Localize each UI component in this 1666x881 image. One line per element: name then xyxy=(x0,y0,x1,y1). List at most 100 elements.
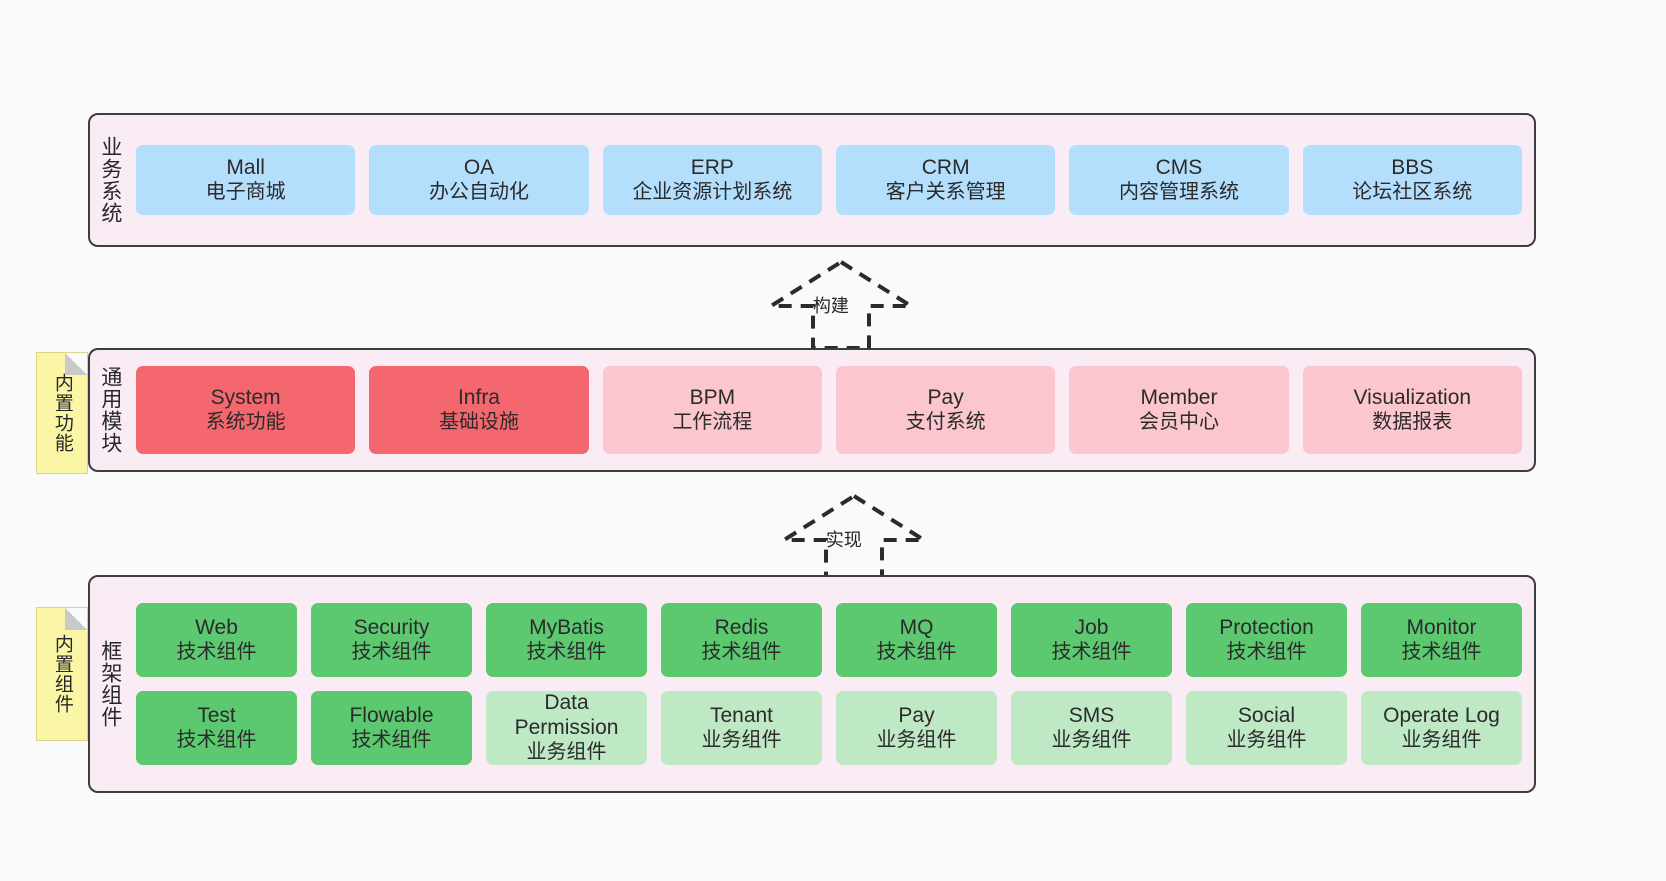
node-title-cn: 工作流程 xyxy=(672,410,753,433)
node-title-cn: 业务组件 xyxy=(1051,728,1132,751)
node-web[interactable]: Web 技术组件 xyxy=(136,603,297,677)
framework-row-tech: Web 技术组件 Security 技术组件 MyBatis 技术组件 Redi… xyxy=(136,603,1522,677)
node-title-en: Infra xyxy=(457,385,500,409)
node-mybatis[interactable]: MyBatis 技术组件 xyxy=(486,603,647,677)
node-title-en: Member xyxy=(1140,385,1218,409)
generalization-arrow-icon xyxy=(777,493,931,584)
node-title-en: Tenant xyxy=(709,703,774,727)
node-mall[interactable]: Mall 电子商城 xyxy=(136,145,356,215)
node-pay-component[interactable]: Pay 业务组件 xyxy=(836,691,997,765)
node-crm[interactable]: CRM 客户关系管理 xyxy=(835,145,1056,215)
node-test[interactable]: Test 技术组件 xyxy=(136,691,297,765)
node-oa[interactable]: OA 办公自动化 xyxy=(369,145,589,215)
node-title-cn: 业务组件 xyxy=(526,740,607,763)
node-title-en: Visualization xyxy=(1353,385,1472,409)
node-security[interactable]: Security 技术组件 xyxy=(311,603,472,677)
layer-business-system: 业务系统 Mall 电子商城 OA 办公自动化 ERP 企业资源计划系统 CRM… xyxy=(88,113,1536,247)
layer-caption-framework: 框架组件 xyxy=(98,640,122,728)
sticky-note-text: 内置组件 xyxy=(51,634,73,714)
node-operate-log[interactable]: Operate Log 业务组件 xyxy=(1361,691,1522,765)
node-title-cn: 企业资源计划系统 xyxy=(632,180,793,203)
node-title-en: CRM xyxy=(921,155,970,179)
node-redis[interactable]: Redis 技术组件 xyxy=(661,603,822,677)
node-title-en: Social xyxy=(1237,703,1296,727)
node-title-en: BBS xyxy=(1391,155,1434,179)
layer-common-modules: 通用模块 System 系统功能 Infra 基础设施 BPM 工作流程 Pay… xyxy=(88,348,1536,472)
node-visualization[interactable]: Visualization 数据报表 xyxy=(1302,366,1522,454)
node-tenant[interactable]: Tenant 业务组件 xyxy=(661,691,822,765)
layer-caption-business: 业务系统 xyxy=(98,136,122,224)
node-title-en: Job xyxy=(1074,615,1109,639)
node-title-cn: 技术组件 xyxy=(526,640,607,663)
node-title-cn: 办公自动化 xyxy=(428,180,529,203)
node-title-en: Operate Log xyxy=(1383,703,1500,727)
node-title-cn: 技术组件 xyxy=(351,640,432,663)
arrow-build: 构建 xyxy=(757,258,925,350)
node-title-en: Test xyxy=(197,703,236,727)
node-data-permission[interactable]: Data Permission 业务组件 xyxy=(486,691,647,765)
node-title-en: System xyxy=(210,385,281,409)
arrow-label-build: 构建 xyxy=(812,296,849,316)
common-node-row: System 系统功能 Infra 基础设施 BPM 工作流程 Pay 支付系统… xyxy=(130,366,1534,454)
node-title-en: MyBatis xyxy=(529,615,604,639)
node-title-en: OA xyxy=(463,155,495,179)
node-sms[interactable]: SMS 业务组件 xyxy=(1011,691,1172,765)
arrow-label-implement: 实现 xyxy=(825,530,862,550)
node-title-en: Pay xyxy=(898,703,935,727)
node-title-en: Redis xyxy=(714,615,769,639)
node-title-en: SMS xyxy=(1068,703,1115,727)
arrow-implement: 实现 xyxy=(770,492,938,584)
node-title-cn: 论坛社区系统 xyxy=(1352,180,1473,203)
node-title-en: Mall xyxy=(226,155,265,179)
node-title-cn: 会员中心 xyxy=(1138,410,1219,433)
sticky-note-builtin-function: 内置功能 xyxy=(36,352,88,474)
node-cms[interactable]: CMS 内容管理系统 xyxy=(1069,145,1289,215)
node-title-en: Web xyxy=(195,615,238,639)
node-title-cn: 技术组件 xyxy=(176,640,257,663)
node-title-en: Pay xyxy=(927,385,964,409)
node-title-en: MQ xyxy=(899,615,934,639)
node-title-en: Data Permission xyxy=(514,691,619,740)
node-title-cn: 内容管理系统 xyxy=(1118,180,1239,203)
node-protection[interactable]: Protection 技术组件 xyxy=(1186,603,1347,677)
node-erp[interactable]: ERP 企业资源计划系统 xyxy=(602,145,822,215)
node-member[interactable]: Member 会员中心 xyxy=(1069,366,1289,454)
node-title-cn: 业务组件 xyxy=(701,728,782,751)
node-title-en: Security xyxy=(353,615,430,639)
business-node-row: Mall 电子商城 OA 办公自动化 ERP 企业资源计划系统 CRM 客户关系… xyxy=(130,145,1534,215)
node-title-en: BPM xyxy=(689,385,736,409)
framework-row-business: Test 技术组件 Flowable 技术组件 Data Permission … xyxy=(136,691,1522,765)
node-title-en: Flowable xyxy=(349,703,434,727)
sticky-note-text: 内置功能 xyxy=(51,373,73,453)
node-social[interactable]: Social 业务组件 xyxy=(1186,691,1347,765)
node-infra[interactable]: Infra 基础设施 xyxy=(369,366,589,454)
node-system[interactable]: System 系统功能 xyxy=(136,366,356,454)
layer-framework-components: 框架组件 Web 技术组件 Security 技术组件 MyBatis 技术组件… xyxy=(88,575,1536,793)
node-title-cn: 系统功能 xyxy=(205,410,286,433)
node-title-cn: 技术组件 xyxy=(176,728,257,751)
node-title-cn: 业务组件 xyxy=(1226,728,1307,751)
node-mq[interactable]: MQ 技术组件 xyxy=(836,603,997,677)
framework-node-grid: Web 技术组件 Security 技术组件 MyBatis 技术组件 Redi… xyxy=(130,577,1534,791)
node-pay[interactable]: Pay 支付系统 xyxy=(835,366,1056,454)
layer-caption-common: 通用模块 xyxy=(98,366,122,454)
node-title-cn: 电子商城 xyxy=(205,180,286,203)
node-title-cn: 技术组件 xyxy=(1401,640,1482,663)
node-flowable[interactable]: Flowable 技术组件 xyxy=(311,691,472,765)
node-bpm[interactable]: BPM 工作流程 xyxy=(602,366,822,454)
node-title-cn: 数据报表 xyxy=(1372,410,1453,433)
node-title-en: Protection xyxy=(1219,615,1314,639)
node-title-cn: 支付系统 xyxy=(905,410,986,433)
node-title-en: CMS xyxy=(1155,155,1203,179)
node-title-cn: 业务组件 xyxy=(876,728,957,751)
node-job[interactable]: Job 技术组件 xyxy=(1011,603,1172,677)
node-monitor[interactable]: Monitor 技术组件 xyxy=(1361,603,1522,677)
sticky-note-builtin-component: 内置组件 xyxy=(36,607,88,741)
node-title-cn: 技术组件 xyxy=(1051,640,1132,663)
node-title-cn: 技术组件 xyxy=(876,640,957,663)
node-title-cn: 客户关系管理 xyxy=(885,180,1006,203)
node-title-cn: 技术组件 xyxy=(351,728,432,751)
node-bbs[interactable]: BBS 论坛社区系统 xyxy=(1302,145,1522,215)
node-title-cn: 基础设施 xyxy=(438,410,519,433)
